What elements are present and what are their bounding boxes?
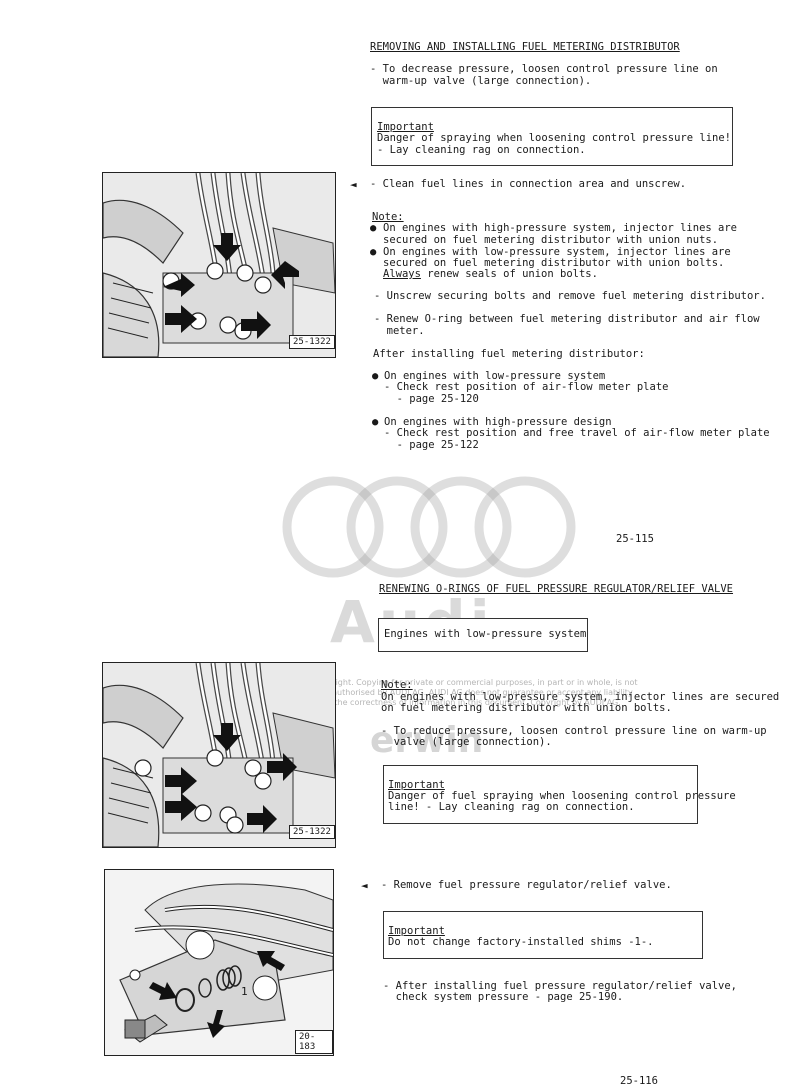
page1-high-line3: - page 25-122	[384, 439, 479, 451]
watermark-line1: Protected by copyright. Copying for priv…	[260, 678, 638, 687]
watermark-line2: permitted unless authorised by AUDI AG. …	[262, 688, 633, 697]
page2-important2-heading: Important	[388, 925, 445, 937]
page1-page-number: 25-115	[616, 533, 654, 545]
page1-low-line1: On engines with low-pressure system	[384, 370, 606, 382]
figure-1-label: 25-1322	[289, 335, 335, 349]
page1-high-bullet-icon: ●	[372, 416, 379, 428]
page2-engines-box: Engines with low-pressure system	[378, 618, 588, 652]
engine-figure-1-drawing	[103, 173, 335, 357]
watermark-line3: with respect to the correctness of infor…	[272, 698, 621, 707]
page2-important-box: Important Danger of fuel spraying when l…	[383, 765, 736, 824]
page2-pointer-arrow-icon: ◄	[361, 879, 368, 892]
page1-step1-line1: - To decrease pressure, loosen control p…	[370, 63, 718, 75]
page1-title: REMOVING AND INSTALLING FUEL METERING DI…	[370, 41, 680, 53]
regulator-figure: 1 20-183	[104, 869, 334, 1056]
page1-note2-rest: renew seals of union bolts.	[420, 268, 598, 280]
page1-step4-line1: - Renew O-ring between fuel metering dis…	[374, 313, 760, 325]
erwin-watermark-text: erwin	[370, 720, 484, 761]
page1-step1-line2: warm-up valve (large connection).	[370, 75, 592, 87]
page2-note-line1: On engines with low-pressure system, inj…	[381, 691, 780, 703]
page1-step3: - Unscrew securing bolts and remove fuel…	[374, 290, 766, 302]
page2-page-number: 25-116	[620, 1075, 658, 1087]
page2-important-line1: Danger of fuel spraying when loosening c…	[388, 790, 736, 802]
page1-important-line1: Danger of spraying when loosening contro…	[377, 132, 732, 144]
page1-important-box: Important Danger of spraying when loosen…	[371, 107, 733, 166]
page2-step1-line2: valve (large connection).	[381, 736, 552, 748]
page2-step3-line2: check system pressure - page 25-190.	[383, 991, 624, 1003]
page2-important-heading: Important	[388, 779, 445, 791]
engine-figure-2: 25-1322	[102, 662, 336, 848]
regulator-callout-1: 1	[241, 985, 248, 998]
page2-step1-line1: - To reduce pressure, loosen control pre…	[381, 725, 767, 737]
figure-2-label: 25-1322	[289, 825, 335, 839]
page1-high-line2: - Check rest position and free travel of…	[384, 427, 770, 439]
page2-important-line2: line! - Lay cleaning rag on connection.	[388, 801, 635, 813]
page2-important2-line1: Do not change factory-installed shims -1…	[388, 936, 654, 948]
page1-important-line2: - Lay cleaning rag on connection.	[377, 144, 586, 156]
engine-figure-1: 25-1322	[102, 172, 336, 358]
page1-step4-line2: meter.	[374, 325, 425, 337]
page1-note2-line2: secured on fuel metering distributor wit…	[383, 257, 725, 269]
page2-important2-box: Important Do not change factory-installe…	[383, 911, 703, 959]
page1-low-line3: - page 25-120	[384, 393, 479, 405]
page1-note-heading: Note:	[372, 211, 404, 223]
page2-step2: - Remove fuel pressure regulator/relief …	[381, 879, 672, 891]
regulator-figure-label: 20-183	[295, 1030, 333, 1054]
page1-low-bullet-icon: ●	[372, 370, 379, 382]
page2-step3-line1: - After installing fuel pressure regulat…	[383, 980, 738, 992]
page1-high-line1: On engines with high-pressure design	[384, 416, 612, 428]
page1-pointer-arrow-icon: ◄	[350, 178, 357, 191]
page1-important-heading: Important	[377, 121, 434, 133]
page1-after-heading: After installing fuel metering distribut…	[373, 348, 645, 360]
page1-low-line2: - Check rest position of air-flow meter …	[384, 381, 669, 393]
page1-note1-line1: On engines with high-pressure system, in…	[383, 222, 738, 234]
engine-figure-2-drawing	[103, 663, 335, 847]
page1-note1-bullet-icon: ●	[370, 222, 377, 234]
audi-rings-watermark-icon	[282, 476, 576, 578]
regulator-figure-drawing	[105, 870, 333, 1055]
page1-step2: - Clean fuel lines in connection area an…	[370, 178, 687, 190]
page2-title: RENEWING O-RINGS OF FUEL PRESSURE REGULA…	[379, 583, 734, 595]
page1-note2-line1: On engines with low-pressure system, inj…	[383, 246, 731, 258]
page2-engines-label: Engines with low-pressure system	[384, 628, 587, 640]
page2-note-heading: Note:	[381, 679, 413, 691]
page1-note2-line3: Always renew seals of union bolts.	[383, 268, 598, 280]
page1-note2-always: Always	[383, 268, 421, 280]
page2-note-line2: on fuel metering distributor with union …	[381, 702, 672, 714]
page1-note1-line2: secured on fuel metering distributor wit…	[383, 234, 719, 246]
page1-note2-bullet-icon: ●	[370, 246, 377, 258]
